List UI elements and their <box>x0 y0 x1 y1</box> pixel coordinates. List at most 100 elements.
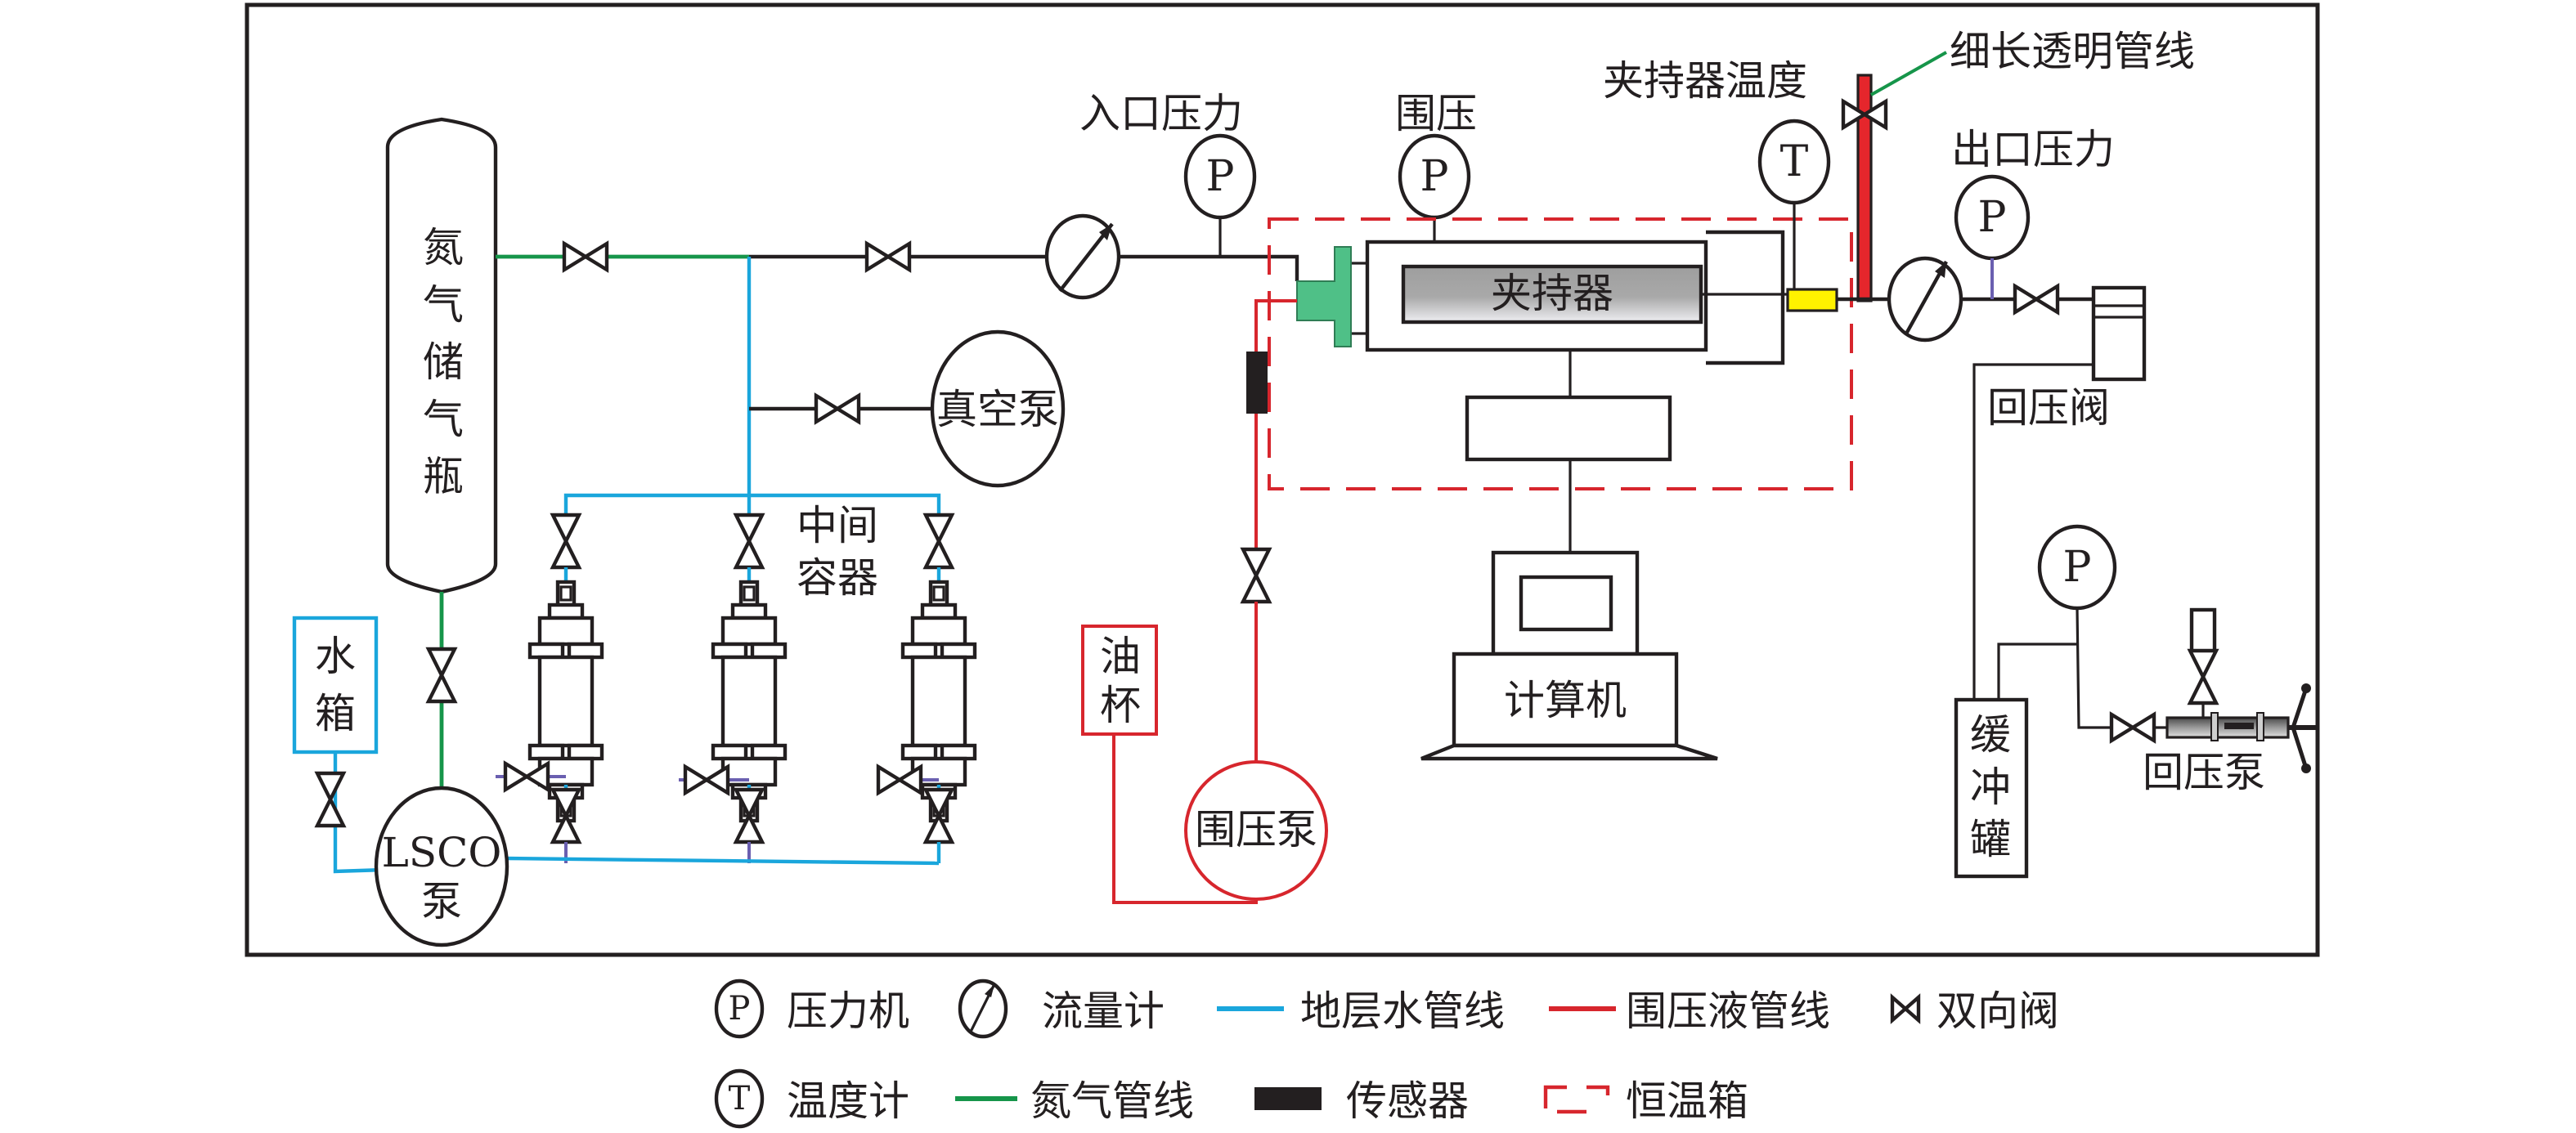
gauge-letter: P <box>1420 152 1449 201</box>
thermostat-box <box>1268 217 1853 490</box>
legend-item-sensor: 传感器 <box>1254 1077 1469 1125</box>
flowmeter-icon <box>958 978 1008 1039</box>
computer-label: 计算机 <box>1504 677 1627 724</box>
legend: P 压力机 流量计 地层水管线 围压液管线 双向阀 T 温度计 <box>714 978 2059 1129</box>
pressure-gauge-icon <box>714 978 765 1039</box>
buffer-tank-char: 缓 <box>1970 711 2011 759</box>
legend-label: 地层水管线 <box>1300 987 1505 1035</box>
water-tank: 水 箱 <box>292 616 379 755</box>
legend-item-flowmeter: 流量计 <box>958 978 1165 1039</box>
slim-tube <box>1856 74 1873 302</box>
two-way-valve-icon[interactable] <box>1243 549 1269 602</box>
gauge-letter: P <box>1206 152 1235 201</box>
lsco-pump-label: LSCO <box>382 829 502 876</box>
two-way-valve-icon[interactable] <box>816 396 859 422</box>
nitrogen-cylinder-char: 氮 <box>423 224 464 271</box>
outlet-pressure-label: 出口压力 <box>1951 126 2115 173</box>
legend-item-formation-water-line: 地层水管线 <box>1217 987 1505 1035</box>
legend-symbol: T <box>729 1080 751 1117</box>
slim-tube-leader <box>1870 51 1947 96</box>
outlet-line <box>1972 363 2094 700</box>
confining-pressure-gauge: 围压 P <box>1395 90 1477 266</box>
nitrogen-cylinder-char: 瓶 <box>423 453 464 500</box>
legend-symbol: P <box>729 990 751 1028</box>
vacuum-pump: 真空泵 <box>930 329 1066 488</box>
legend-label: 围压液管线 <box>1626 987 1830 1035</box>
oil-cup-char: 杯 <box>1100 682 1141 729</box>
holder-end-cap <box>1296 246 1352 347</box>
two-way-valve-icon[interactable] <box>429 649 455 701</box>
two-way-valve-icon <box>1890 993 1921 1024</box>
sensor-icon <box>1246 352 1268 414</box>
gauge-letter: P <box>2063 543 2092 592</box>
formation-water-line <box>503 856 940 866</box>
legend-label: 双向阀 <box>1936 987 2059 1035</box>
legend-item-pressure-gauge: P 压力机 <box>714 978 909 1039</box>
buffer-tank: 缓 冲 罐 <box>1954 697 2029 879</box>
two-way-valve-icon[interactable] <box>317 773 343 826</box>
gauge-letter: T <box>1780 137 1809 186</box>
intermediate-container-label: 中间 <box>797 502 878 549</box>
back-pressure-pump-label: 回压泵 <box>2143 749 2265 796</box>
outlet-flowmeter-icon <box>1887 256 1963 343</box>
oil-cup-char: 油 <box>1100 633 1141 680</box>
two-way-valve-icon[interactable] <box>564 244 607 270</box>
legend-label: 恒温箱 <box>1626 1077 1748 1125</box>
legend-item-two-way-valve: 双向阀 <box>1890 987 2059 1035</box>
confining-fluid-line <box>1254 299 1297 352</box>
nitrogen-cylinder-char: 气 <box>423 281 464 329</box>
gas-line <box>1119 254 1299 281</box>
holder-thermometer: T <box>1757 119 1831 205</box>
confining-fluid-line <box>1112 734 1258 904</box>
intermediate-container-label: 容器 <box>797 554 878 602</box>
core-holder: 夹持器 <box>1296 217 1838 365</box>
vacuum-pump-label: 真空泵 <box>936 386 1059 433</box>
slim-tube-label: 细长透明管线 <box>1950 28 2195 75</box>
legend-item-thermometer: T 温度计 <box>714 1068 909 1129</box>
two-way-valve-icon[interactable] <box>2015 286 2058 312</box>
gauge-letter: P <box>1978 193 2007 242</box>
thermostat-box-icon <box>1543 1085 1610 1114</box>
back-pressure-gauge: P <box>2037 524 2117 611</box>
data-acquisition-box <box>1465 395 1672 462</box>
nitrogen-cylinder: 氮 气 储 气 瓶 <box>385 117 498 594</box>
nitrogen-cylinder-char: 储 <box>423 338 464 386</box>
core-holder-label: 夹持器 <box>1491 270 1613 317</box>
back-pressure-valve-label: 回压阀 <box>1987 384 2110 432</box>
legend-item-thermostat-box: 恒温箱 <box>1543 1077 1748 1125</box>
legend-item-confining-fluid-line: 围压液管线 <box>1549 987 1830 1035</box>
oil-cup: 油 杯 <box>1081 625 1158 736</box>
sensor-icon <box>1254 1087 1322 1110</box>
buffer-tank-char: 冲 <box>1970 764 2011 811</box>
outlet-fitting <box>1786 288 1838 312</box>
outlet-pressure-gauge: P <box>1954 174 2031 261</box>
inlet-flowmeter-icon <box>1044 213 1121 300</box>
legend-label: 压力机 <box>787 987 909 1035</box>
computer: 计算机 <box>1420 550 1718 761</box>
thermometer-icon <box>714 1068 765 1129</box>
intermediate-containers: 中间 容器 <box>496 502 975 863</box>
two-way-valve-icon[interactable] <box>867 244 909 270</box>
legend-label: 氮气管线 <box>1030 1077 1194 1125</box>
confining-pump-label: 围压泵 <box>1195 806 1317 853</box>
legend-item-nitrogen-line: 氮气管线 <box>955 1077 1194 1125</box>
water-tank-char: 水 <box>315 633 356 680</box>
legend-label: 传感器 <box>1346 1077 1469 1125</box>
holder-temperature-label: 夹持器温度 <box>1603 57 1807 105</box>
legend-label: 温度计 <box>787 1077 909 1125</box>
confining-pump: 围压泵 <box>1184 760 1328 901</box>
buffer-tank-char: 罐 <box>1970 816 2011 863</box>
water-tank-char: 箱 <box>315 690 356 737</box>
legend-label: 流量计 <box>1042 987 1165 1035</box>
two-way-valve-icon[interactable] <box>2112 714 2154 741</box>
back-pressure-pump: 回压泵 <box>2143 607 2316 796</box>
outer-frame <box>245 2 2320 957</box>
inlet-pressure-gauge: 入口压力 P <box>1079 90 1257 257</box>
inlet-pressure-label: 入口压力 <box>1079 90 1243 137</box>
lsco-pump-label: 泵 <box>421 878 462 925</box>
lsco-pump: LSCO 泵 <box>374 786 509 947</box>
nitrogen-cylinder-char: 气 <box>423 396 464 443</box>
back-pressure-valve: 回压阀 <box>1987 285 2147 432</box>
confining-pressure-label: 围压 <box>1395 90 1477 137</box>
